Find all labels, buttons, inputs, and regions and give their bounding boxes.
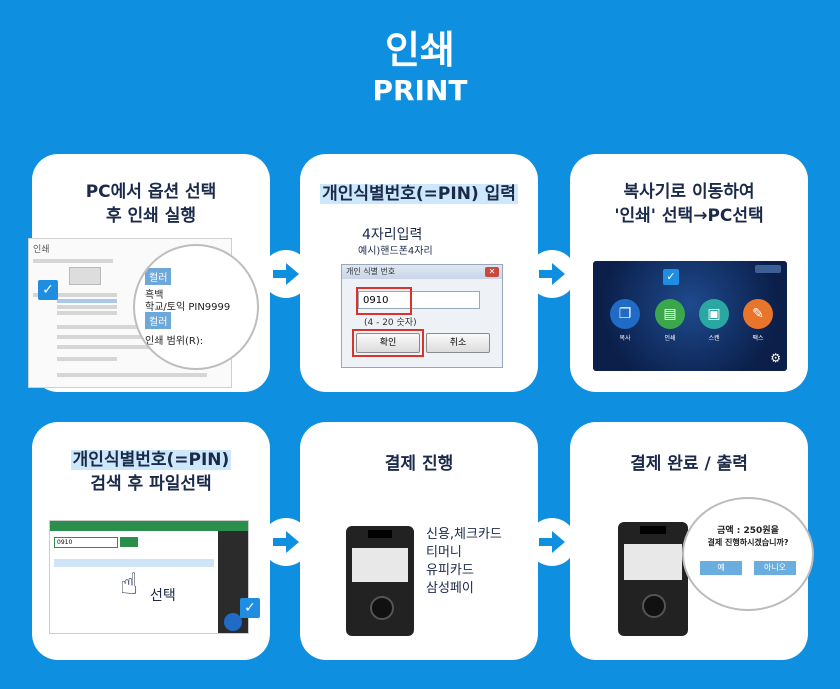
pin-option: 학교/토익 PIN9999 <box>145 302 231 313</box>
copy-label: 복사 <box>619 335 631 342</box>
callout-four-digit: 4자리입력 <box>362 227 423 243</box>
checkmark-icon: ✓ <box>240 598 260 618</box>
magnifier-zoom: 컬러 흑백 학교/토익 PIN9999 컬러 인쇄 범위(R): <box>133 244 259 370</box>
copy-button[interactable]: ❐ <box>610 299 640 329</box>
page-title-english: PRINT <box>372 74 468 107</box>
payment-methods-list: 신용,체크카드 티머니 유피카드 삼성페이 <box>426 526 502 598</box>
yes-button[interactable]: 예 <box>700 561 742 575</box>
checkmark-icon: ✓ <box>38 280 58 300</box>
ok-button-highlight <box>352 329 424 357</box>
card-slot <box>368 530 392 538</box>
payment-terminal <box>618 522 688 636</box>
step-title: PC에서 옵션 선택 후 인쇄 실행 <box>85 182 217 226</box>
arrow-right-icon <box>528 250 576 298</box>
payment-confirm-popup: 금액 : 250원을 결제 진행하시겠습니까? 예 아니오 <box>682 497 814 611</box>
scan-button[interactable]: ▣ <box>699 299 729 329</box>
table-row[interactable] <box>54 559 214 567</box>
file-list-screen: 0910 ☝ 선택 <box>49 520 249 634</box>
print-button[interactable]: ▤ <box>655 299 685 329</box>
pin-hint: (4 - 20 숫자) <box>364 318 417 328</box>
amount-text: 금액 : 250원을 <box>717 526 779 536</box>
page-header: 인쇄 PRINT <box>0 28 840 108</box>
search-button[interactable] <box>120 537 138 547</box>
pin-input-highlight <box>356 287 412 315</box>
pin-dialog-titlebar: 개인 식별 번호 ✕ <box>342 265 502 279</box>
step-title: 결제 진행 <box>384 454 454 474</box>
bw-option: 흑백 <box>145 290 164 301</box>
page-title-korean: 인쇄 <box>385 28 455 72</box>
pin-dialog: 개인 식별 번호 ✕ 0910 (4 - 20 숫자) 확인 취소 <box>341 264 503 368</box>
confirm-text: 결제 진행하시겠습니까? <box>707 538 789 547</box>
color-option: 컬러 <box>145 268 172 285</box>
step-title: 개인식별번호(=PIN) 입력 <box>320 184 518 204</box>
fax-button[interactable]: ✎ <box>743 299 773 329</box>
checkmark-icon: ✓ <box>663 269 679 285</box>
print-dialog-label: 인쇄 <box>33 245 50 255</box>
fax-label: 팩스 <box>752 335 764 342</box>
callout-example: 예시)핸드폰4자리 <box>358 246 433 257</box>
hand-pointer-icon: ☝ <box>120 567 139 602</box>
step-card-payment: 결제 진행 신용,체크카드 티머니 유피카드 삼성페이 <box>300 422 538 660</box>
step-title: 개인식별번호(=PIN) 검색 후 파일선택 <box>70 450 232 494</box>
ok-button[interactable]: 확인 <box>356 333 420 353</box>
select-button[interactable] <box>224 613 242 631</box>
color-option-selected: 컬러 <box>145 312 172 329</box>
step-title: 결제 완료 / 출력 <box>630 454 748 474</box>
payment-method-item: 삼성페이 <box>426 581 474 596</box>
payment-method-item: 티머니 <box>426 545 462 560</box>
contactless-icon <box>642 594 666 618</box>
cancel-button[interactable]: 취소 <box>426 333 490 353</box>
print-range-label: 인쇄 범위(R): <box>145 336 204 347</box>
select-label: 선택 <box>150 588 176 604</box>
gear-icon[interactable]: ⚙ <box>770 351 781 365</box>
copier-screen: ✓ ❐ 복사 ▤ 인쇄 ▣ 스캔 ✎ 팩스 ⚙ <box>593 261 787 371</box>
printer-icon <box>69 267 101 285</box>
contactless-icon <box>370 596 394 620</box>
step-card-copier-print: 복사기로 이동하여 '인쇄' 선택→PC선택 ✓ ❐ 복사 ▤ 인쇄 ▣ 스캔 … <box>570 154 808 392</box>
payment-terminal <box>346 526 414 636</box>
close-icon[interactable]: ✕ <box>485 267 499 277</box>
step-card-pin-entry: 개인식별번호(=PIN) 입력 4자리입력 예시)핸드폰4자리 개인 식별 번호… <box>300 154 538 392</box>
logout-button[interactable] <box>755 265 781 273</box>
payment-method-item: 신용,체크카드 <box>426 527 502 542</box>
step-title: 복사기로 이동하여 '인쇄' 선택→PC선택 <box>614 182 764 226</box>
search-field[interactable]: 0910 <box>54 537 118 548</box>
print-label: 인쇄 <box>664 335 676 342</box>
payment-method-item: 유피카드 <box>426 563 474 578</box>
step-card-file-select: 개인식별번호(=PIN) 검색 후 파일선택 0910 ☝ 선택 ✓ <box>32 422 270 660</box>
pin-input[interactable]: 0910 <box>358 291 480 309</box>
no-button[interactable]: 아니오 <box>754 561 796 575</box>
card-slot <box>640 526 666 534</box>
scan-label: 스캔 <box>708 335 720 342</box>
arrow-right-icon <box>528 518 576 566</box>
